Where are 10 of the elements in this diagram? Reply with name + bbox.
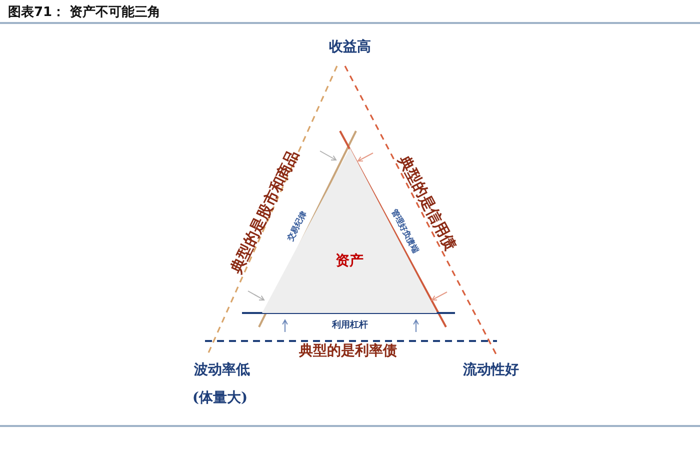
node-label: 资产	[334, 252, 364, 270]
diagram-label: 波动率低	[194, 361, 250, 379]
diagram-label: 流动性好	[463, 361, 519, 379]
diagram-label: (体量大)	[192, 389, 248, 407]
diagram-label: 典型的是利率债	[299, 342, 397, 360]
diagram-label: 利用杠杆	[332, 318, 368, 332]
diagram-label: 收益高	[329, 38, 371, 56]
diagram-label: 交易纪律	[285, 209, 309, 243]
figure-title: 图表71： 资产不可能三角	[8, 4, 161, 21]
diagram-label: 管理好负债端	[388, 207, 422, 255]
